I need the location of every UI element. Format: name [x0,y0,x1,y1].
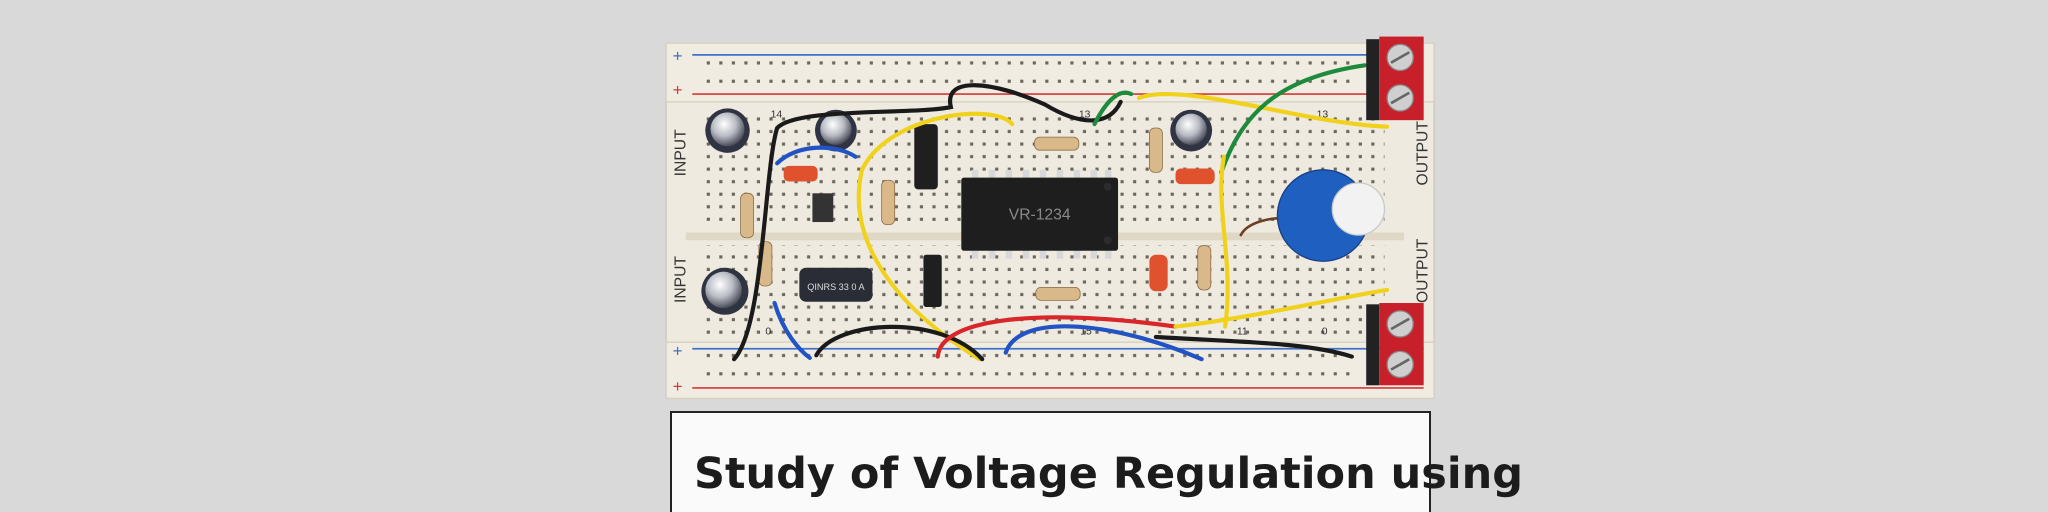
svg-text:+: + [673,377,683,396]
row-number: 14 [771,110,783,121]
resistor [1197,245,1212,291]
caption-card: Study of Voltage Regulation using [670,411,1523,512]
wire-yellow [1136,91,1390,129]
rail-minus-marker: + [673,80,683,99]
caption-text: Study of Voltage Regulation using [694,449,1524,499]
electrolytic-capacitor [1170,109,1213,152]
svg-text:+: + [673,342,683,361]
input-label: INPUT [673,256,690,303]
input-label: INPUT [673,129,690,176]
ceramic-capacitor [1149,254,1168,292]
electrolytic-capacitor [705,108,750,153]
svg-text:QINRS 33 0 A: QINRS 33 0 A [807,282,865,292]
wire-blue [772,300,812,360]
film-capacitor [914,124,938,190]
wire-red [935,315,1178,359]
row-number: 0 [1322,326,1328,337]
wire-yellow [1173,287,1390,329]
wire-blue [1003,324,1204,362]
wire-green [1092,90,1134,127]
electrolytic-capacitor [815,109,857,152]
wire-green [1219,63,1367,175]
potentiometer[interactable] [1276,169,1386,262]
wire-black [1153,334,1354,359]
terminal-block-output[interactable] [1366,36,1424,121]
ceramic-capacitor [783,165,818,182]
diode [923,254,942,307]
resistor [1034,136,1080,151]
resistor [1035,286,1081,301]
row-number: 15 [1080,326,1092,337]
ceramic-capacitor [1175,168,1215,185]
electrolytic-capacitor [701,267,749,315]
row-number: 0 [765,326,771,337]
wire-blue [775,145,858,166]
chip-label: VR-1234 [1009,206,1071,223]
axial-capacitor: QINRS 33 0 A [799,267,873,302]
resistor [740,192,755,239]
resistor [1148,127,1163,173]
ic-chip: VR-1234 [961,169,1119,259]
output-label: OUTPUT [1415,121,1432,186]
row-number: 11 [1237,326,1248,337]
transistor [812,193,834,223]
wire-yellow [1219,154,1230,329]
terminal-block-output[interactable] [1366,303,1424,386]
wire-black [814,324,985,362]
wire-yellow [856,111,1015,362]
wire-black [731,83,1123,362]
resistor [881,179,896,226]
output-label: OUTPUT [1415,238,1432,303]
row-number: 13 [1079,110,1091,121]
row-number: 13 [1317,110,1329,121]
rail-plus-marker: + [673,46,683,65]
